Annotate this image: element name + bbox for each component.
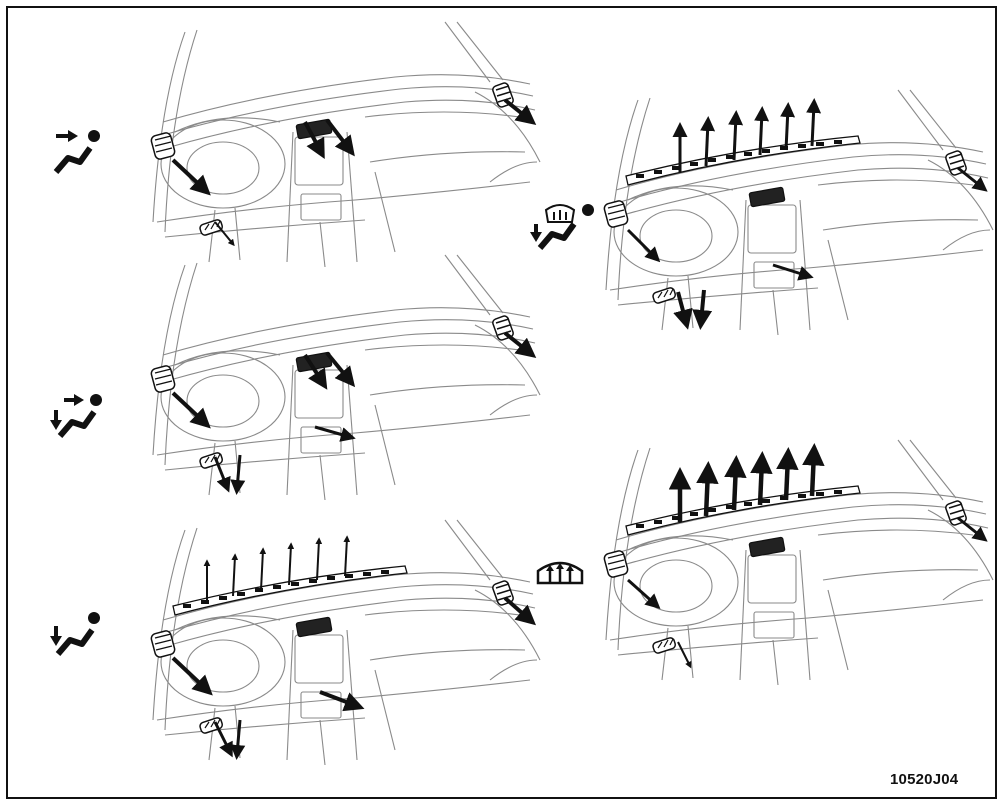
bi-level-mode-icon [50, 394, 102, 436]
panel-foot-defrost [603, 90, 993, 335]
panel-foot [150, 520, 540, 765]
foot-defrost-mode-icon [530, 204, 594, 248]
panel-face [150, 22, 540, 267]
panel-bi-level [150, 255, 540, 500]
face-mode-icon [56, 130, 100, 172]
foot-mode-icon [50, 612, 100, 654]
defrost-mode-icon [538, 563, 582, 583]
figure-id-label: 10520J04 [890, 771, 958, 788]
panel-defrost [603, 440, 993, 685]
